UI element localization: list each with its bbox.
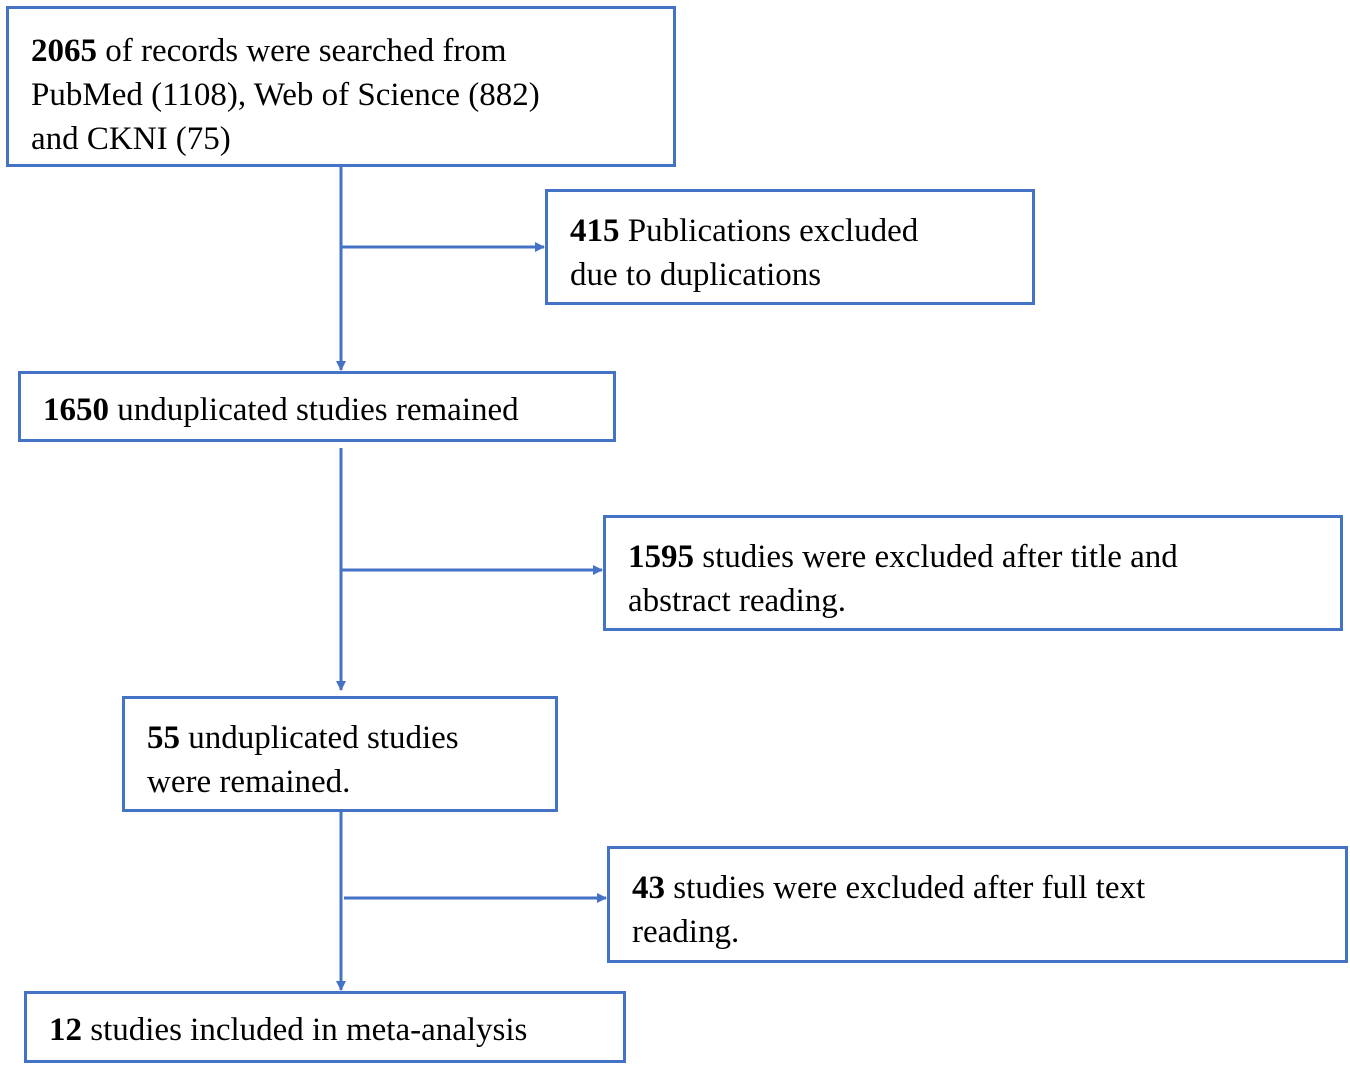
included-line-1: 12 studies included in meta-analysis xyxy=(49,1012,528,1048)
unduplicated-box: 1650 unduplicated studies remained xyxy=(18,371,616,442)
full-text-count: 43 xyxy=(632,870,665,906)
remained-line-1: 55 unduplicated studies xyxy=(147,720,459,756)
records-count: 2065 xyxy=(31,33,97,69)
unduplicated-count: 1650 xyxy=(43,392,109,428)
title-abstract-count: 1595 xyxy=(628,539,694,575)
records-line-3: and CKNI (75) xyxy=(31,121,231,157)
duplicates-excluded-box: 415 Publications excluded due to duplica… xyxy=(545,189,1035,305)
duplicates-line-1: 415 Publications excluded xyxy=(570,213,919,249)
unduplicated-line-1: 1650 unduplicated studies remained xyxy=(43,392,519,428)
records-searched-box: 2065 of records were searched from PubMe… xyxy=(6,6,676,167)
remained-box: 55 unduplicated studies were remained. xyxy=(122,696,558,812)
included-count: 12 xyxy=(49,1012,82,1048)
full-text-excluded-box: 43 studies were excluded after full text… xyxy=(607,846,1348,963)
records-line-1: 2065 of records were searched from xyxy=(31,33,507,69)
title-abstract-line-2: abstract reading. xyxy=(628,583,847,619)
title-abstract-line-1: 1595 studies were excluded after title a… xyxy=(628,539,1178,575)
remained-count: 55 xyxy=(147,720,180,756)
included-box: 12 studies included in meta-analysis xyxy=(24,991,626,1063)
duplicates-count: 415 xyxy=(570,213,620,249)
full-text-line-2: reading. xyxy=(632,914,740,950)
duplicates-line-2: due to duplications xyxy=(570,257,822,293)
remained-line-2: were remained. xyxy=(147,764,351,800)
records-line-2: PubMed (1108), Web of Science (882) xyxy=(31,77,540,113)
full-text-line-1: 43 studies were excluded after full text xyxy=(632,870,1146,906)
title-abstract-excluded-box: 1595 studies were excluded after title a… xyxy=(603,515,1343,631)
